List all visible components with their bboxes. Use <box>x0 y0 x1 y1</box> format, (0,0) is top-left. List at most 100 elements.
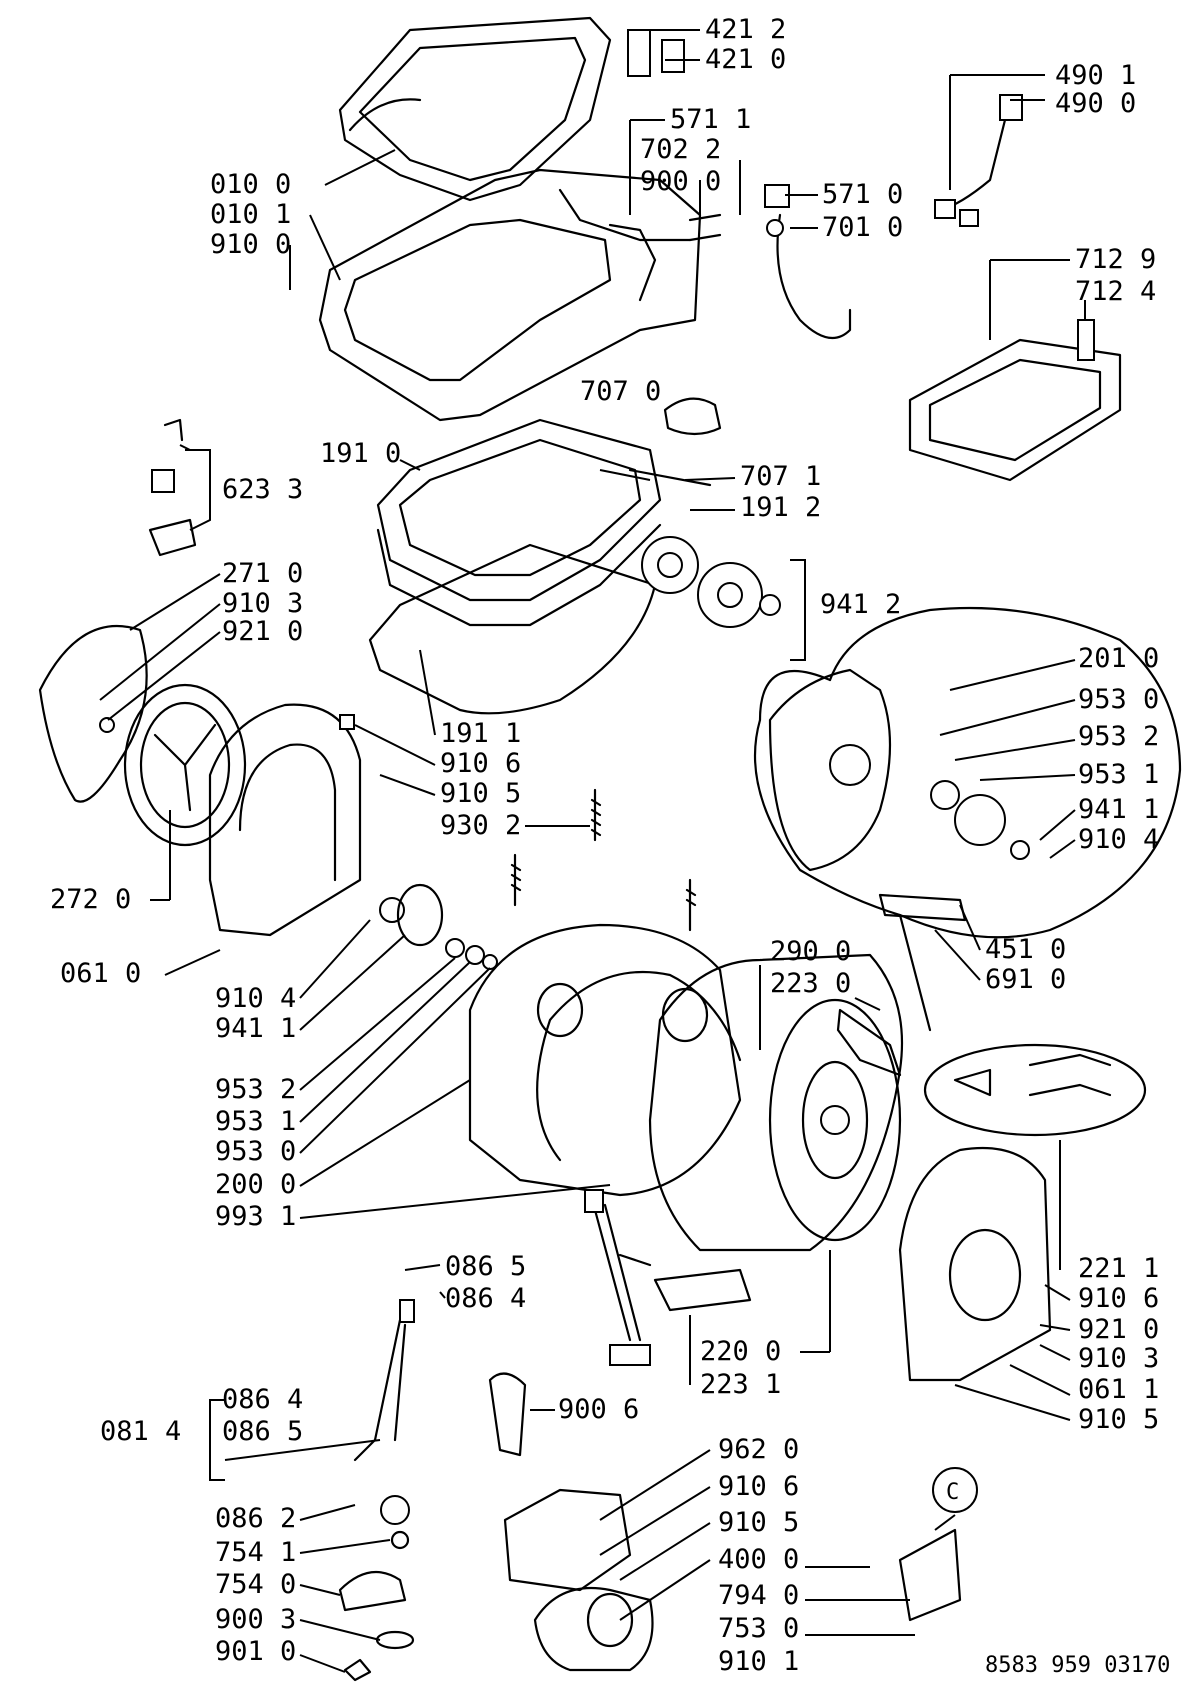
part-filter <box>488 1372 527 1457</box>
callout-9531-left: 953 1 <box>215 1106 296 1137</box>
callout-9101: 910 1 <box>718 1646 799 1677</box>
part-lid <box>663 397 722 436</box>
part-drum-paddle <box>836 1008 902 1077</box>
callout-2720: 272 0 <box>50 884 131 915</box>
part-electronic-board <box>627 29 685 77</box>
callout-9104-right: 910 4 <box>1078 824 1159 855</box>
callout-0865-top: 086 5 <box>445 1251 526 1282</box>
callout-9105-right: 910 5 <box>1078 1404 1159 1435</box>
callout-9010: 901 0 <box>215 1636 296 1667</box>
part-left-bearings <box>379 883 498 970</box>
callout-9532-left: 953 2 <box>215 1074 296 1105</box>
callout-7071: 707 1 <box>740 461 821 492</box>
callout-9210-right: 921 0 <box>1078 1314 1159 1345</box>
drawing-code: 8583 959 03170 <box>985 1653 1170 1678</box>
callout-9104-left: 910 4 <box>215 983 296 1014</box>
callout-0100: 010 0 <box>210 169 291 200</box>
callout-9006: 900 6 <box>558 1394 639 1425</box>
callout-5710: 571 0 <box>822 179 903 210</box>
callout-6910: 691 0 <box>985 964 1066 995</box>
marker-c: C <box>932 1467 978 1513</box>
callout-9106-left: 910 6 <box>440 748 521 779</box>
callout-0864-top: 086 4 <box>445 1283 526 1314</box>
callout-2010: 201 0 <box>1078 643 1159 674</box>
callout-9412: 941 2 <box>820 589 901 620</box>
callout-7010: 701 0 <box>822 212 903 243</box>
part-paddle-bubble <box>923 1043 1147 1137</box>
callout-9531-right: 953 1 <box>1078 759 1159 790</box>
part-shock-absorber-right <box>584 1189 651 1366</box>
part-top-cover <box>338 16 612 202</box>
callout-7124: 712 4 <box>1075 276 1156 307</box>
callout-0864-group: 086 4 <box>222 1384 303 1415</box>
marker-c-label: C <box>946 1480 959 1505</box>
callout-0862: 086 2 <box>215 1503 296 1534</box>
part-heat-shield <box>503 1488 632 1592</box>
callout-1911: 191 1 <box>440 718 521 749</box>
callout-9530-left: 953 0 <box>215 1136 296 1167</box>
callout-7540: 754 0 <box>215 1569 296 1600</box>
callout-0865-group: 086 5 <box>222 1416 303 1447</box>
callout-7541: 754 1 <box>215 1537 296 1568</box>
part-tub-weight <box>618 1253 752 1312</box>
part-tub-top <box>376 418 662 627</box>
part-drain-hose-clamp <box>338 1530 415 1682</box>
callout-2900: 290 0 <box>770 936 851 967</box>
part-outer-tub <box>468 923 742 1197</box>
callout-9210-left: 921 0 <box>222 616 303 647</box>
callout-9106-right: 910 6 <box>1078 1283 1159 1314</box>
callout-2211: 221 1 <box>1078 1253 1159 1284</box>
part-right-side-panel <box>898 1146 1052 1382</box>
part-detergent-dispenser <box>908 319 1122 482</box>
part-detail-bubble <box>753 606 1182 1032</box>
callout-9105-bottom: 910 5 <box>718 1507 799 1538</box>
callout-9411-left: 941 1 <box>215 1013 296 1044</box>
part-shock-absorber-left <box>353 1299 415 1525</box>
part-drain-pump <box>533 1586 654 1672</box>
callout-0814: 081 4 <box>100 1416 181 1447</box>
part-left-side-panel <box>208 703 362 937</box>
callout-9000: 900 0 <box>640 166 721 197</box>
callout-1910: 191 0 <box>320 438 401 469</box>
callout-7129: 712 9 <box>1075 244 1156 275</box>
callout-9106-bottom: 910 6 <box>718 1471 799 1502</box>
part-drum <box>648 953 904 1252</box>
leader-lines <box>99 29 1086 1673</box>
part-tub-gasket <box>368 543 657 715</box>
callout-7940: 794 0 <box>718 1580 799 1611</box>
callout-4000: 400 0 <box>718 1544 799 1575</box>
callout-7530: 753 0 <box>718 1613 799 1644</box>
callout-7022: 702 2 <box>640 134 721 165</box>
callout-2231: 223 1 <box>700 1369 781 1400</box>
part-springs <box>510 788 697 932</box>
callout-9532-right: 953 2 <box>1078 721 1159 752</box>
part-belt <box>38 625 148 803</box>
callout-2200: 220 0 <box>700 1336 781 1367</box>
callout-9411-right: 941 1 <box>1078 794 1159 825</box>
part-right-bearing-set <box>628 468 781 628</box>
callout-4212: 421 2 <box>705 14 786 45</box>
callout-0610: 061 0 <box>60 958 141 989</box>
part-pulley <box>123 683 247 847</box>
callout-4900: 490 0 <box>1055 88 1136 119</box>
callout-9103-right: 910 3 <box>1078 1343 1159 1374</box>
part-lid-lock <box>148 418 197 557</box>
callout-4901: 490 1 <box>1055 60 1136 91</box>
callout-2710: 271 0 <box>222 558 303 589</box>
callout-9620: 962 0 <box>718 1434 799 1465</box>
callout-6233: 623 3 <box>222 474 303 505</box>
callout-labels: 421 2 421 0 490 1 490 0 571 1 702 2 900 … <box>50 14 1159 1677</box>
callout-9103-left: 910 3 <box>222 588 303 619</box>
callout-9100-top: 910 0 <box>210 229 291 260</box>
callout-2230: 223 0 <box>770 968 851 999</box>
callout-0101: 010 1 <box>210 199 291 230</box>
callout-9530-right: 953 0 <box>1078 684 1159 715</box>
callout-5711: 571 1 <box>670 104 751 135</box>
callout-4210: 421 0 <box>705 44 786 75</box>
callout-9003: 900 3 <box>215 1604 296 1635</box>
callout-2000: 200 0 <box>215 1169 296 1200</box>
callout-9302: 930 2 <box>440 810 521 841</box>
callout-9931: 993 1 <box>215 1201 296 1232</box>
callout-0611: 061 1 <box>1078 1374 1159 1405</box>
